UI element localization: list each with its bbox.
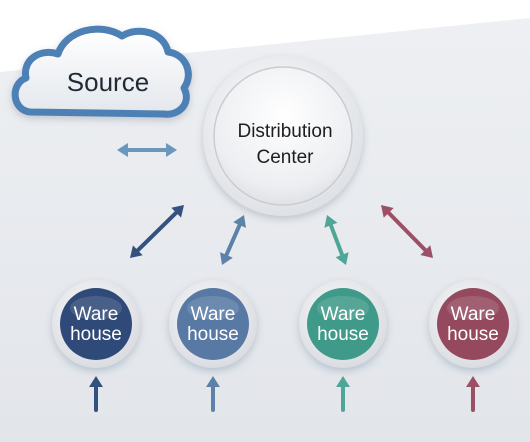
warehouse-core (60, 288, 132, 360)
inbound-arrow-4 (466, 376, 480, 412)
warehouse-core (177, 288, 249, 360)
distribution-center-node (203, 56, 363, 216)
inbound-arrow-1 (89, 376, 103, 412)
warehouse-node-4 (429, 280, 517, 373)
warehouse-core (437, 288, 509, 360)
source-cloud (11, 25, 192, 118)
warehouse-4-label: Ware house (447, 304, 499, 345)
source-label: Source (66, 66, 150, 97)
dc-warehouse-4-link (381, 205, 433, 258)
distribution-center-label: Distribution Center (237, 121, 333, 168)
warehouse-node-1 (52, 280, 140, 373)
warehouse-3-label: Ware house (317, 304, 369, 345)
warehouse-2-label: Ware house (187, 304, 239, 345)
warehouse-core (307, 288, 379, 360)
inbound-arrow-2 (206, 376, 220, 412)
cloud-icon (11, 25, 192, 118)
warehouse-1-label: Ware house (70, 304, 122, 345)
warehouse-node-3 (299, 280, 387, 373)
dc-warehouse-2-link (220, 215, 246, 265)
warehouse-node-2 (169, 280, 257, 373)
source-dc-link (117, 143, 177, 157)
dc-warehouse-1-link (130, 205, 184, 258)
inbound-arrow-3 (336, 376, 350, 412)
dc-warehouse-3-link (324, 215, 349, 265)
